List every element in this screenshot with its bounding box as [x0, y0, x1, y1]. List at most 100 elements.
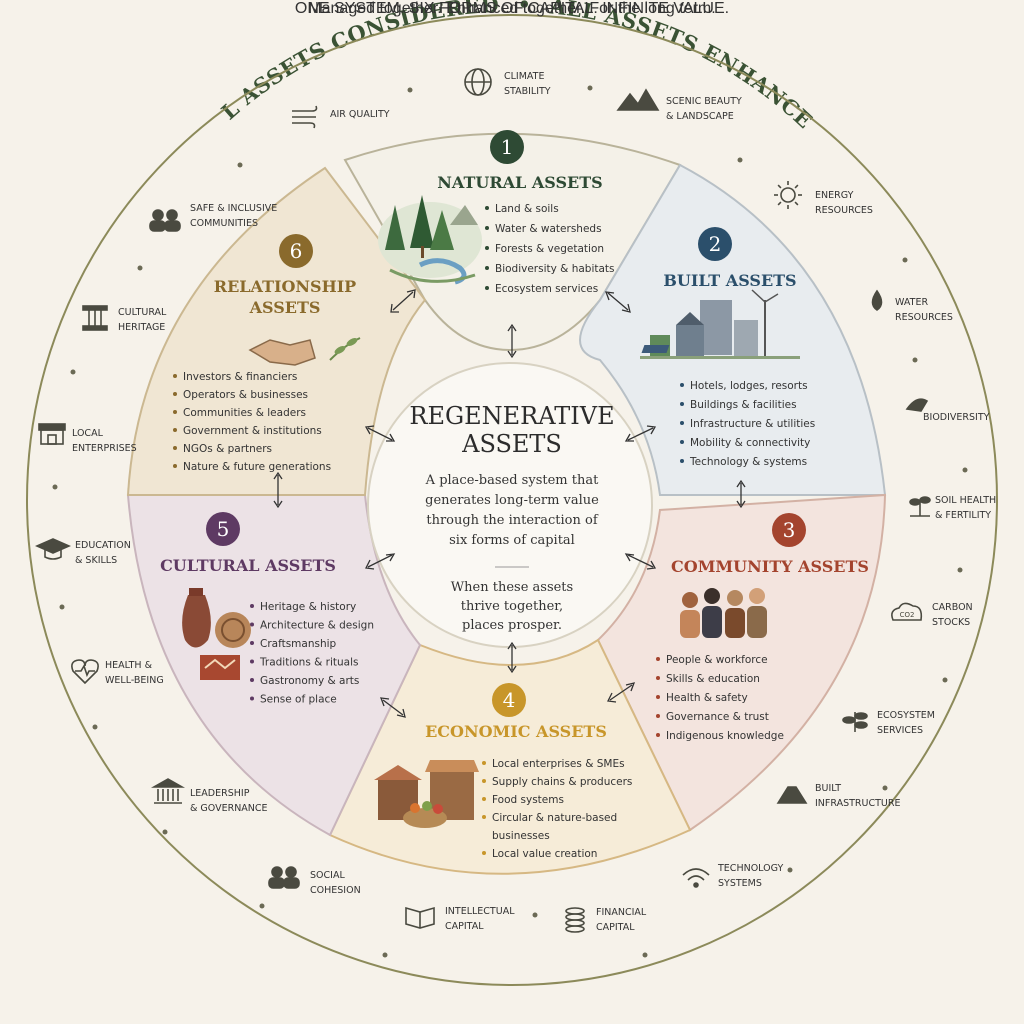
segment-title: ECONOMIC ASSETS: [425, 722, 607, 741]
segment-list-item: Nature & future generations: [183, 461, 331, 473]
outer-label: SOIL HEALTH& FERTILITY: [909, 495, 996, 521]
storefront-icon: [38, 423, 66, 445]
segment-list-item: NGOs & partners: [183, 443, 272, 455]
outer-label-text: COHESION: [310, 885, 361, 896]
center-tagline-line: thrive together,: [461, 599, 563, 614]
segment-number: 1: [501, 135, 514, 159]
outer-label-text: STABILITY: [504, 86, 551, 97]
segment-list-item: People & workforce: [666, 654, 768, 666]
bullet-dot: [482, 797, 486, 801]
outer-label-text: & FERTILITY: [935, 510, 991, 521]
bullet-dot: [250, 678, 254, 682]
bullet-dot: [485, 206, 489, 210]
coins-icon: [565, 907, 585, 933]
outer-label-text: SCENIC BEAUTY: [666, 96, 742, 107]
outer-ring: [26, 14, 998, 986]
segment-list-item: Operators & businesses: [183, 389, 308, 401]
connector-arrows: [273, 289, 746, 718]
bullet-dot: [656, 695, 660, 699]
center-desc-line: A place-based system that: [425, 473, 599, 488]
bullet-dot: [485, 266, 489, 270]
graduation-cap-icon: [35, 538, 71, 560]
segment-list-item: Technology & systems: [689, 456, 807, 468]
segment-list-item: Gastronomy & arts: [260, 675, 359, 687]
outer-label: EDUCATION& SKILLS: [35, 538, 131, 566]
outer-label-text: HEALTH &: [105, 660, 153, 671]
bullet-dot: [173, 392, 177, 396]
outer-label-text: RESOURCES: [815, 205, 873, 216]
outer-label: LOCAL ENTERPRISES: [38, 423, 137, 454]
segment-list-item: Ecosystem services: [495, 283, 598, 295]
community-icon: [149, 209, 181, 232]
bullet-dot: [482, 761, 486, 765]
column-icon: [82, 305, 108, 331]
segment-list-item: Architecture & design: [260, 620, 374, 632]
bullet-dot: [173, 428, 177, 432]
bullet-dot: [482, 779, 486, 783]
outer-label-text: CARBON: [932, 602, 973, 613]
bullet-dot: [680, 421, 684, 425]
segment-title: RELATIONSHIP: [214, 277, 356, 296]
outer-label: CULTURAL HERITAGE: [82, 305, 167, 333]
bullet-dot: [656, 733, 660, 737]
market-stall-illustration: [374, 760, 479, 828]
center-title-line1: REGENERATIVE: [409, 402, 614, 430]
segment-title: ASSETS: [249, 298, 321, 317]
outer-label-text: HERITAGE: [118, 322, 165, 333]
buildings-illustration: [640, 289, 800, 359]
segment-number-badge: [279, 234, 313, 268]
people-illustration: [680, 588, 767, 638]
outer-label-text: CAPITAL: [596, 922, 635, 933]
outer-label-text: ENERGY: [815, 190, 854, 201]
bullet-dot: [250, 659, 254, 664]
banner-left: ALL ASSETS CONSIDERED: [0, 0, 500, 124]
outer-label: LEADERSHIP& GOVERNANCE: [150, 778, 268, 814]
water-drop-icon: [871, 289, 883, 311]
people-icon: [268, 866, 300, 889]
outer-label-text: & SKILLS: [75, 555, 117, 566]
segment-list-item: Craftsmanship: [260, 638, 337, 650]
segment-list-item: Governance & trust: [666, 711, 769, 723]
outer-label-text: CLIMATE: [504, 71, 545, 82]
segment-list-item: Food systems: [492, 794, 564, 806]
outer-label-text: INTELLECTUAL: [445, 906, 515, 917]
segment-list-item: Sense of place: [260, 694, 337, 706]
outer-label-text: ENTERPRISES: [72, 443, 137, 454]
wifi-icon: [682, 868, 710, 888]
segment-title: COMMUNITY ASSETS: [671, 557, 869, 576]
bullet-dot: [485, 246, 489, 250]
segment-title: NATURAL ASSETS: [437, 173, 602, 192]
bullet-dot: [656, 657, 660, 661]
segment-list-item: Biodiversity & habitats: [495, 263, 615, 275]
outer-label-text: TECHNOLOGY: [717, 863, 783, 874]
bullet-dot: [250, 622, 254, 627]
road-icon: [776, 786, 808, 804]
outer-label-text: LOCAL: [72, 428, 104, 439]
outer-label-text: INFRASTRUCTURE: [815, 798, 900, 809]
segment-community: [596, 493, 887, 832]
heartbeat-icon: [71, 659, 99, 685]
bullet-dot: [485, 286, 489, 290]
globe-icon: [464, 68, 492, 96]
segment-number: 4: [503, 688, 516, 712]
segment-natural: [343, 132, 682, 352]
outer-label-text: WELL-BEING: [105, 675, 164, 686]
segment-number-badge: [772, 513, 806, 547]
outer-label-text: CULTURAL: [118, 307, 167, 318]
segment-cultural: [126, 494, 422, 837]
segment-list-item: Land & soils: [495, 203, 559, 215]
segment-number-badge: [206, 512, 240, 546]
segment-number-badge: [490, 130, 524, 164]
